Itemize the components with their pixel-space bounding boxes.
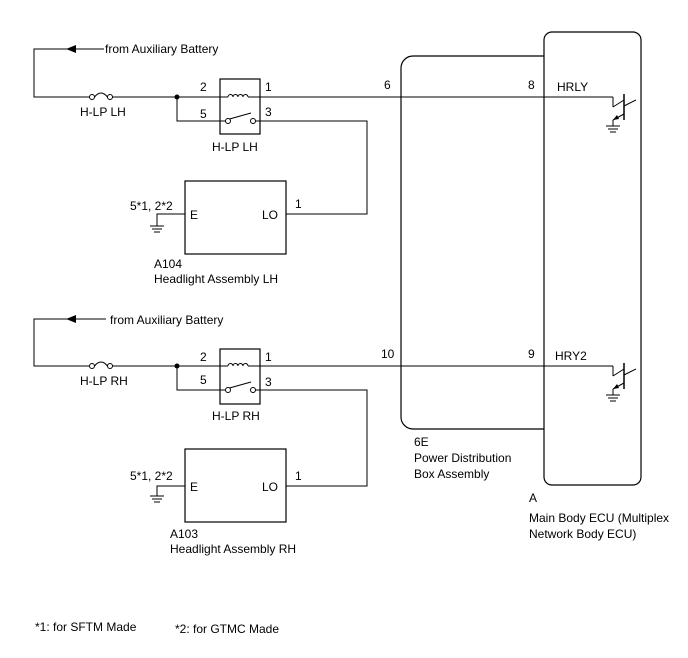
lower-source-label: from Auxiliary Battery xyxy=(110,313,223,327)
upper-relay-label: H-LP LH xyxy=(212,140,258,154)
upper-source-label: from Auxiliary Battery xyxy=(105,42,218,56)
upper-fuse-label: H-LP LH xyxy=(80,105,126,119)
lower-relay-pin-5: 5 xyxy=(200,373,207,387)
lower-ecu-pin: 9 xyxy=(528,347,535,361)
lower-relay-pin-3: 3 xyxy=(265,375,272,389)
lower-relay-box xyxy=(219,348,261,405)
upper-headlight-lo-pin-no: 1 xyxy=(295,197,302,211)
lower-relay-label: H-LP RH xyxy=(212,409,260,423)
upper-ecu-transistor-icon xyxy=(606,94,637,133)
upper-relay-pin-1: 1 xyxy=(265,80,272,94)
lower-ecu-transistor-icon xyxy=(606,363,637,402)
lower-relay-to-lo-wire xyxy=(260,389,368,487)
lower-headlight-pin-e: E xyxy=(190,480,198,494)
footnote-sftm: *1: for SFTM Made xyxy=(35,620,137,634)
upper-fuse-icon xyxy=(89,92,113,100)
upper-battery-wire xyxy=(33,48,104,98)
upper-headlight-name: Headlight Assembly LH xyxy=(154,272,278,286)
lower-relay-pin-2: 2 xyxy=(200,350,207,364)
ecu-code: A xyxy=(529,491,537,505)
pdb-name-line1: Power Distribution xyxy=(414,451,511,465)
lower-relay-coil-icon xyxy=(220,363,260,367)
footnote-gtmc: *2: for GTMC Made xyxy=(175,622,279,636)
lower-relay-switch-icon xyxy=(220,381,260,393)
lower-headlight-code: A103 xyxy=(170,527,198,541)
lower-headlight-name: Headlight Assembly RH xyxy=(170,542,296,556)
pdb-name-line2: Box Assembly xyxy=(414,467,489,481)
lower-pdb-pin: 10 xyxy=(381,347,395,361)
upper-circuit: from Auxiliary Battery H-LP LH 2 5 1 xyxy=(33,42,637,286)
upper-headlight-pin-e: E xyxy=(190,208,198,222)
upper-junction-to-pin5-wire xyxy=(176,97,220,122)
upper-ecu-pin: 8 xyxy=(528,78,535,92)
lower-ecu-terminal: HRY2 xyxy=(555,349,587,363)
upper-headlight-pin-lo: LO xyxy=(262,208,278,222)
lower-headlight-pin-lo: LO xyxy=(262,480,278,494)
upper-relay-pin-2: 2 xyxy=(200,80,207,94)
upper-relay-pin-3: 3 xyxy=(265,105,272,119)
upper-ground-pins-label: 5*1, 2*2 xyxy=(130,199,173,213)
upper-relay-to-lo-wire xyxy=(260,120,368,215)
upper-battery-arrow-icon xyxy=(66,45,76,53)
lower-circuit: from Auxiliary Battery H-LP RH 2 5 1 3 H… xyxy=(33,313,637,556)
upper-headlight-ground-icon xyxy=(150,213,185,233)
lower-ground-pins-label: 5*1, 2*2 xyxy=(130,469,173,483)
upper-relay-pin-5: 5 xyxy=(200,107,207,121)
lower-relay-pin-1: 1 xyxy=(265,350,272,364)
main-body-ecu-box xyxy=(543,31,642,486)
lower-headlight-ground-icon xyxy=(150,485,185,503)
lower-fuse-icon xyxy=(89,361,113,369)
lower-battery-arrow-icon xyxy=(66,315,76,323)
lower-headlight-lo-pin-no: 1 xyxy=(295,469,302,483)
pdb-code: 6E xyxy=(414,435,429,449)
ecu-name-line1: Main Body ECU (Multiplex xyxy=(529,511,669,525)
lower-junction-to-pin5-wire xyxy=(176,366,220,391)
upper-ecu-terminal: HRLY xyxy=(557,80,588,94)
upper-pdb-pin: 6 xyxy=(384,78,391,92)
upper-relay-switch-icon xyxy=(220,112,260,124)
upper-relay-coil-icon xyxy=(220,94,260,98)
upper-headlight-code: A104 xyxy=(154,257,182,271)
lower-fuse-label: H-LP RH xyxy=(80,374,128,388)
upper-relay-box xyxy=(219,78,261,135)
ecu-name-line2: Network Body ECU) xyxy=(529,527,636,541)
lower-battery-wire xyxy=(33,318,106,367)
upper-headlight-box xyxy=(184,180,287,255)
